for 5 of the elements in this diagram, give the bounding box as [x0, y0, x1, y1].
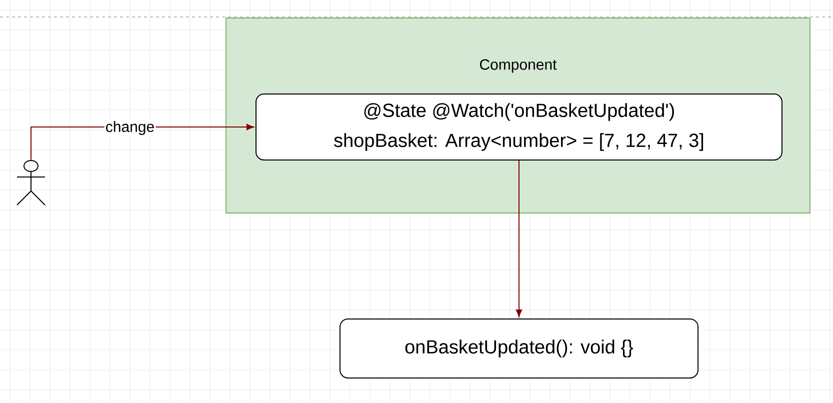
- arrow: [516, 160, 522, 317]
- method-box: onBasketUpdated(): void {}: [340, 318, 698, 378]
- edge-label: change: [104, 120, 156, 136]
- code-box: @State @Watch('onBasketUpdated') shopBasket: Array<number> = [7, 12, 47, 3]: [256, 94, 782, 160]
- person-icon: [16, 160, 46, 206]
